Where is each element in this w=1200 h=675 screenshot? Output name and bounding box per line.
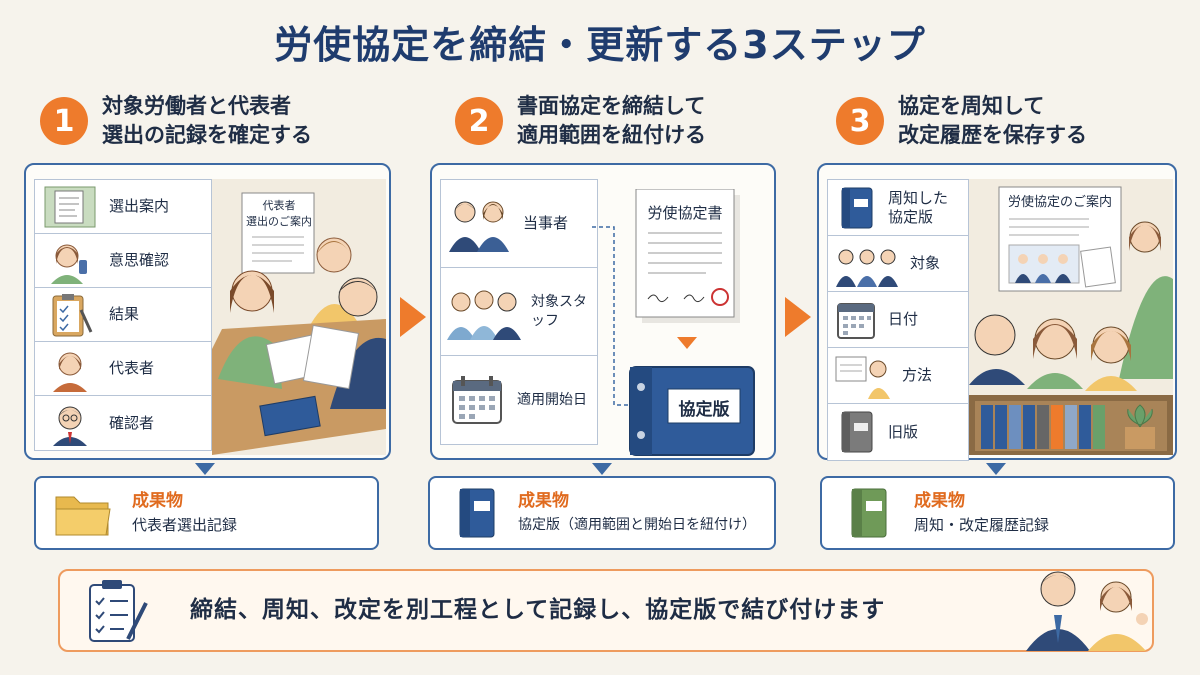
calendar-icon	[837, 302, 875, 339]
agreement-document-title: 労使協定書	[647, 204, 723, 222]
down-arrow	[677, 337, 697, 349]
list-item: 代表者	[35, 342, 211, 396]
notice-board-title: 労使協定のご案内	[1007, 195, 1112, 210]
step-3-item-list: 周知した 協定版 対象 日付	[827, 179, 969, 461]
list-item: 当事者	[441, 180, 597, 268]
down-arrow	[195, 463, 215, 475]
step-1-heading-line2: 選出の記録を確定する	[102, 123, 312, 147]
result-description: 協定版（適用範囲と開始日を紐付け）	[518, 517, 756, 533]
result-description: 代表者選出記録	[132, 516, 238, 534]
item-label: 方法	[902, 366, 933, 384]
list-item: 方法	[828, 348, 968, 404]
step-3-heading: 3 協定を周知して 改定履歴を保存する	[836, 92, 1087, 150]
notice-briefing-illustration	[969, 179, 1173, 455]
step-1-result: 成果物 代表者選出記録	[34, 476, 379, 550]
step-3-heading-line1: 協定を周知して	[898, 94, 1045, 118]
list-item: 対象	[828, 236, 968, 292]
staff-cheering-illustration	[1026, 571, 1148, 651]
list-item: 日付	[828, 292, 968, 348]
agreement-binder-icon	[629, 366, 755, 456]
clipboard-checklist-icon	[89, 580, 148, 642]
parties-people-icon	[449, 201, 509, 252]
blue-binder-icon	[459, 488, 495, 538]
item-label: 確認者	[109, 413, 155, 432]
presenter-icon	[835, 356, 890, 399]
item-label: 選出案内	[109, 197, 170, 215]
step-2-panel: 当事者 対象スタッフ 適用開始日	[430, 163, 776, 460]
notice-board-icon	[44, 186, 96, 227]
down-arrow	[592, 463, 612, 475]
step-3-result: 成果物 周知・改定履歴記録	[820, 476, 1175, 550]
target-people-icon	[836, 249, 898, 287]
list-item: 選出案内	[35, 180, 211, 234]
step-1-number: 1	[40, 97, 88, 145]
next-step-arrow-2	[785, 297, 811, 337]
binder-label: 協定版	[678, 400, 730, 420]
list-item: 周知した 協定版	[828, 180, 968, 236]
representative-woman-icon	[53, 352, 87, 392]
list-item: 確認者	[35, 396, 211, 450]
list-item: 旧版	[828, 404, 968, 460]
confirmer-man-icon	[53, 406, 87, 446]
step-3-number: 3	[836, 97, 884, 145]
result-label: 成果物	[518, 491, 569, 511]
folder-icon	[55, 496, 111, 536]
step-1-heading: 1 対象労働者と代表者 選出の記録を確定する	[40, 92, 312, 150]
result-label: 成果物	[914, 491, 965, 511]
item-label: 対象スタッフ	[531, 293, 587, 329]
result-label: 成果物	[132, 491, 183, 511]
blue-binder-icon	[841, 187, 873, 228]
clipboard-checklist-icon	[52, 293, 93, 336]
step-2-heading: 2 書面協定を締結して 適用範囲を紐付ける	[455, 92, 706, 150]
item-label: 日付	[888, 310, 919, 328]
selection-notice-doc: 代表者 選出のご案内	[246, 199, 312, 228]
list-item: 意思確認	[35, 234, 211, 288]
calendar-icon	[452, 376, 502, 424]
item-label: 代表者	[109, 359, 155, 377]
list-item: 適用開始日	[441, 356, 597, 444]
summary-banner: 締結、周知、改定を別工程として記録し、協定版で結び付けます	[58, 569, 1154, 652]
item-label: 対象	[910, 254, 941, 272]
step-2-heading-line2: 適用範囲を紐付ける	[517, 123, 706, 147]
step-2-result: 成果物 協定版（適用範囲と開始日を紐付け）	[428, 476, 776, 550]
target-staff-group-icon	[447, 290, 521, 340]
item-label: 周知した 協定版	[888, 188, 949, 226]
step-1-item-list: 選出案内 意思確認 結果	[34, 179, 212, 451]
list-item: 結果	[35, 288, 211, 342]
item-label: 旧版	[888, 422, 919, 441]
step-3-heading-line2: 改定履歴を保存する	[898, 123, 1087, 147]
item-label: 当事者	[523, 214, 569, 232]
step-2-number: 2	[455, 97, 503, 145]
next-step-arrow-1	[400, 297, 426, 337]
summary-text: 締結、周知、改定を別工程として記録し、協定版で結び付けます	[190, 597, 886, 623]
selection-meeting-illustration	[212, 179, 386, 455]
down-arrow	[986, 463, 1006, 475]
list-item: 対象スタッフ	[441, 268, 597, 356]
step-1-heading-line1: 対象労働者と代表者	[102, 94, 291, 118]
item-label: 結果	[109, 305, 140, 323]
result-description: 周知・改定履歴記録	[914, 516, 1050, 534]
page-title: 労使協定を締結・更新する3ステップ	[274, 23, 926, 67]
item-label: 適用開始日	[517, 391, 587, 408]
old-version-binder-icon	[841, 411, 873, 453]
woman-with-phone-icon	[51, 244, 87, 284]
green-binder-icon	[851, 488, 887, 538]
step-1-panel: 選出案内 意思確認 結果	[24, 163, 391, 460]
step-3-panel: 周知した 協定版 対象 日付	[817, 163, 1177, 461]
agreement-document-icon	[635, 189, 740, 323]
item-label: 意思確認	[109, 251, 170, 269]
step-2-heading-line1: 書面協定を締結して	[517, 94, 706, 118]
step-2-item-list: 当事者 対象スタッフ 適用開始日	[440, 179, 598, 445]
